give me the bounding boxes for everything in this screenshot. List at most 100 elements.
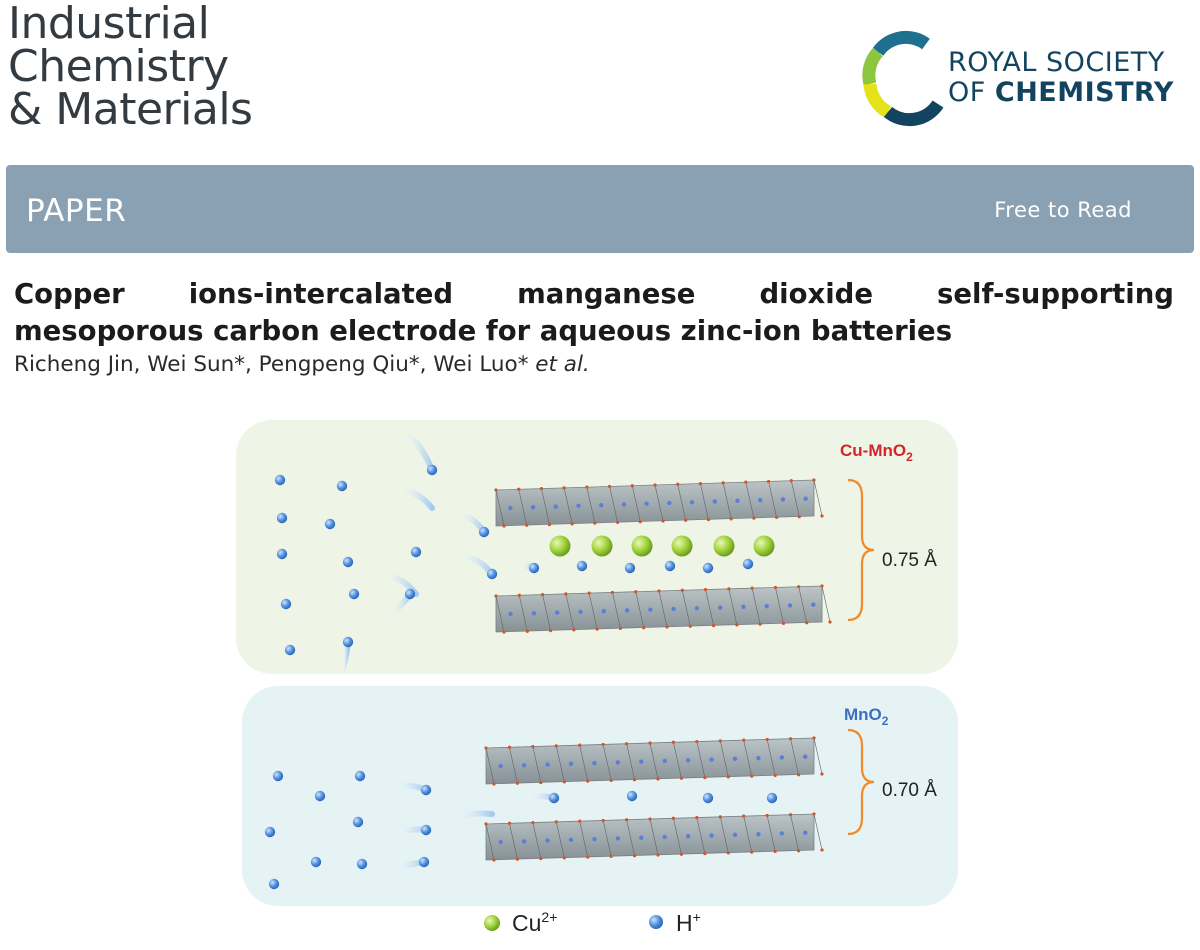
mno2-sheet-edge — [579, 745, 589, 782]
mno2-sheet-edge — [743, 740, 753, 777]
manganese-atom — [498, 839, 503, 845]
oxygen-atom — [539, 780, 543, 785]
cu-ion — [671, 535, 693, 557]
manganese-atom — [639, 835, 644, 840]
oxygen-atom — [572, 628, 576, 632]
oxygen-atom — [593, 521, 597, 525]
oxygen-atom — [609, 854, 613, 859]
manganese-atom — [578, 609, 583, 615]
oxygen-atom — [788, 813, 793, 817]
manganese-atom — [498, 763, 503, 769]
oxygen-atom — [484, 822, 488, 826]
oxygen-atom — [632, 778, 637, 782]
oxygen-atom — [624, 818, 629, 822]
manganese-atom — [530, 505, 536, 510]
oxygen-atom — [515, 781, 520, 785]
manganese-atom — [764, 603, 769, 609]
h-ions — [264, 464, 778, 890]
oxygen-atom — [607, 484, 612, 489]
oxygen-atom — [585, 485, 589, 489]
manganese-atom — [592, 760, 597, 766]
top-spacing-value: 0.75 Å — [882, 550, 937, 571]
article-title[interactable]: Copper ions-intercalated manganese dioxi… — [14, 276, 1174, 350]
oxygen-atom — [632, 854, 637, 858]
ion-trail — [397, 434, 435, 473]
manganese-atom — [685, 758, 691, 763]
mno2-sheet-edge — [532, 822, 542, 859]
mno2-sheet-edge — [631, 485, 641, 522]
manganese-atom — [521, 839, 527, 844]
mno2-sheet-edge — [495, 489, 505, 527]
h-ion — [342, 636, 354, 648]
manganese-atom — [621, 502, 627, 507]
h-ion — [352, 816, 364, 828]
oxygen-atom — [562, 856, 566, 860]
oxygen-atom — [773, 849, 777, 854]
oxygen-atom — [711, 623, 716, 628]
oxygen-atom — [703, 851, 707, 856]
oxygen-atom — [758, 622, 762, 626]
oxygen-atom — [695, 739, 699, 744]
manganese-atom — [803, 830, 808, 835]
legend-cu-main: Cu — [512, 910, 541, 936]
oxygen-atom — [539, 856, 543, 861]
mno2-sheet-edge — [798, 586, 808, 623]
oxygen-atom — [727, 587, 731, 591]
rsc-line2-prefix: OF — [948, 77, 995, 108]
oxygen-atom — [676, 482, 680, 486]
mno2-sheet-edge — [728, 588, 738, 625]
mno2-sheet-edge — [681, 590, 691, 627]
h-ion — [314, 790, 326, 802]
oxygen-atom — [587, 591, 591, 595]
manganese-atom — [780, 497, 786, 502]
oxygen-atom — [502, 524, 506, 528]
mno2-sheet-edge — [790, 480, 800, 517]
h-ion — [426, 464, 438, 476]
oxygen-atom — [661, 519, 665, 523]
manganese-atom — [685, 834, 691, 839]
access-label[interactable]: Free to Read — [994, 198, 1132, 222]
mno2-sheet-edge — [485, 823, 495, 861]
manganese-atom — [555, 610, 560, 615]
h-ion — [268, 878, 280, 890]
oxygen-atom — [820, 772, 824, 776]
top-spacing-bracket — [847, 478, 875, 622]
manganese-atom — [732, 832, 738, 838]
mno2-sheet-edge — [696, 741, 706, 778]
mno2-sheet-edge — [745, 482, 755, 519]
manganese-atom — [662, 834, 667, 840]
cu-ion — [631, 535, 653, 557]
manganese-atom — [732, 756, 738, 762]
mno2-sheet-edge — [790, 814, 799, 851]
h-ion — [264, 826, 276, 838]
oxygen-atom — [615, 520, 620, 525]
article-type-banner: PAPER Free to Read — [6, 165, 1194, 253]
oxygen-atom — [789, 479, 793, 483]
mno2-sheet-edge — [768, 481, 777, 518]
manganese-atom — [787, 603, 793, 608]
oxygen-atom — [554, 820, 558, 824]
mno2-sheet-edge — [722, 482, 732, 519]
authors-suffix: et al. — [535, 352, 590, 377]
ion-trails — [339, 434, 557, 873]
oxygen-atom — [820, 584, 824, 588]
oxygen-atom — [525, 523, 529, 527]
oxygen-atom — [515, 857, 520, 861]
manganese-atom — [568, 837, 574, 843]
oxygen-atom — [671, 816, 676, 820]
authors-names: Richeng Jin, Wei Sun*, Pengpeng Qiu*, We… — [14, 352, 529, 377]
title-word: self-supporting — [937, 278, 1174, 310]
oxygen-atom — [531, 820, 535, 825]
mno2-sheet-edge — [775, 587, 784, 624]
cu-ions — [549, 535, 775, 557]
legend-h-main: H — [676, 910, 693, 936]
oxygen-atom — [684, 518, 688, 522]
oxygen-atom — [657, 589, 661, 593]
mno2-sheet-edge — [766, 815, 776, 852]
cu-ion — [713, 535, 735, 557]
oxygen-atom — [726, 851, 730, 855]
manganese-atom — [553, 504, 558, 509]
manganese-atom — [599, 502, 604, 508]
oxygen-atom — [548, 628, 553, 633]
mno2-sheet-edge — [509, 747, 518, 784]
